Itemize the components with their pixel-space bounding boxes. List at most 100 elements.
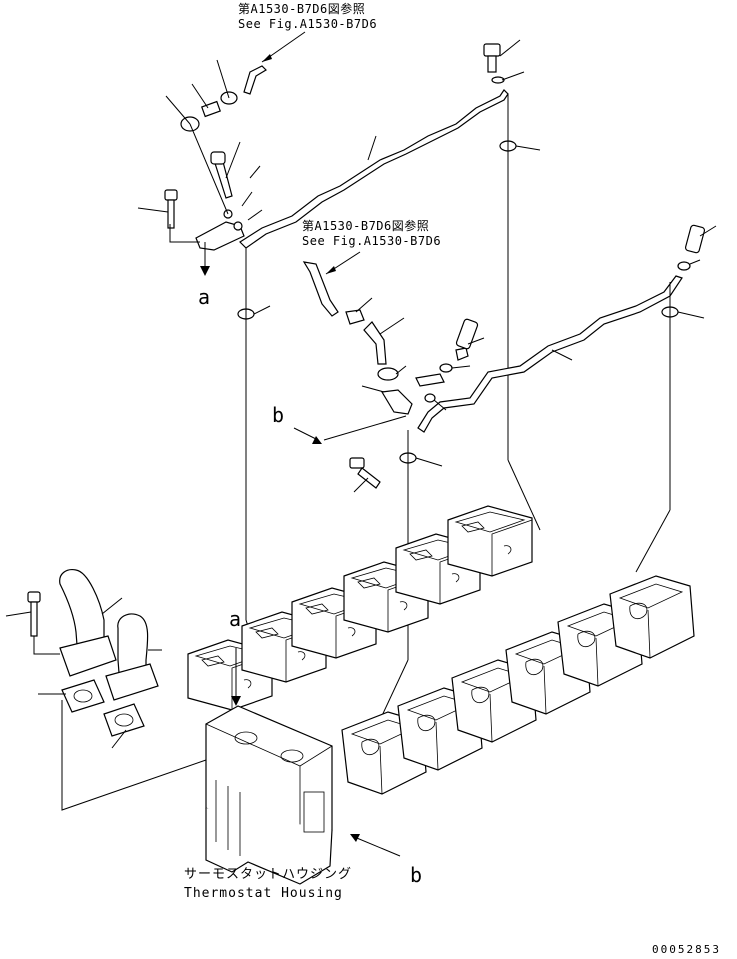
assembly-line-b [323, 415, 407, 441]
thermostat-housing-group [5, 569, 401, 885]
bolt-housing-head [27, 591, 41, 603]
caption-english: Thermostat Housing [184, 886, 343, 901]
arrow-a-lower-head [231, 696, 241, 706]
assembly-line-gasket-housing [61, 700, 207, 811]
clamp-mid [345, 309, 365, 325]
leader-washer-pipe-right [433, 399, 447, 411]
callout-b-upper: b [272, 403, 284, 427]
bracket-left [195, 221, 245, 251]
washer-bracket-2 [233, 221, 243, 231]
bolt-upper-head [210, 151, 226, 165]
reference-top-arrowhead [262, 54, 272, 62]
arrow-b-lower-shaft [351, 835, 401, 857]
leader-bracket-mid [361, 385, 385, 393]
bent-tube-upper [243, 65, 267, 95]
bolt-mid [455, 318, 479, 350]
bolt-housing-shank [30, 601, 38, 637]
arrow-b-lower-head [350, 834, 360, 842]
bolt-lower-mid-shank [357, 467, 381, 489]
bolt-left-head [164, 189, 178, 201]
caption-japanese: サーモスタットハウジング [184, 867, 352, 882]
leader-nipple [191, 83, 209, 109]
arrow-a-head [200, 266, 210, 276]
gasket-2-hole [114, 713, 134, 727]
drawing-code: 00052853 [652, 943, 721, 956]
leader-elbow-1 [101, 597, 123, 615]
bolt-mid-shank [455, 347, 469, 361]
leader-gasket-mid [415, 457, 443, 467]
reference-mid-english: See Fig.A1530-B7D6 [302, 234, 441, 248]
bolt-top-right-head [483, 43, 501, 57]
leader-bolt-top-right [499, 39, 521, 57]
cylinder-head-back-6 [447, 505, 533, 577]
bent-tube-mid [302, 261, 339, 317]
leader-washer-far-right [689, 259, 701, 265]
leader-washer [241, 191, 253, 207]
leader-bolt-housing [5, 611, 32, 617]
washer-top-right [491, 76, 505, 84]
leader-gasket-left [253, 305, 271, 315]
assembly-line-far-right-to-head [635, 509, 671, 573]
reference-top-english: See Fig.A1530-B7D6 [238, 17, 377, 31]
bolt-left-shank [167, 199, 175, 229]
housing-side-panel [303, 791, 325, 833]
cylinder-heads-front-row [341, 575, 695, 795]
callout-a-lower: a [229, 607, 241, 631]
gasket-1-hole [73, 689, 93, 703]
housing-ribs [215, 780, 241, 856]
leader-clamp-left [165, 95, 191, 125]
assembly-line-bolt-housing [33, 636, 60, 655]
leader-bolt-far-right [699, 225, 717, 237]
gasket-2 [103, 703, 145, 737]
leader-bolt-upper [225, 141, 241, 179]
elbow-flange-1 [59, 635, 117, 677]
assembly-line-mid-to-head [379, 659, 409, 721]
gasket-1 [61, 679, 105, 713]
reference-mid-arrowhead [326, 266, 336, 274]
leader-pipe-left [367, 135, 377, 161]
left-oil-pipe-assembly [137, 39, 541, 691]
leader-pipe-right [551, 349, 573, 361]
thermostat-housing-lower [205, 808, 333, 885]
bolt-far-right [684, 224, 706, 254]
nipple-upper [201, 100, 221, 118]
cylinder-heads-back-row [187, 505, 533, 711]
arrow-b-upper-head [312, 436, 322, 444]
callout-b-lower: b [410, 863, 422, 887]
leader-washer-2 [247, 209, 263, 221]
leader-washer-top-right [501, 71, 525, 81]
leader-clamp-mid [355, 297, 373, 313]
leader-bolt-lower-mid [353, 477, 369, 493]
leader-gasket-far-right [677, 311, 705, 319]
clamp-lower [377, 367, 399, 381]
arrow-b-upper-shaft [293, 427, 319, 441]
hose-mid [363, 321, 387, 365]
bolt-lower-mid-head [349, 457, 365, 469]
washer-far-right [677, 261, 691, 271]
leader-washer-mid [451, 365, 471, 369]
right-oil-pipe-assembly [293, 224, 717, 721]
washer-mid [439, 363, 453, 373]
assembly-line-clamp [189, 123, 229, 215]
pipe-right-end [415, 373, 445, 387]
housing-port-1 [234, 731, 258, 745]
elbow-flange-2 [105, 663, 159, 701]
housing-port-2 [280, 749, 304, 763]
bracket-mid [381, 389, 413, 415]
washer-pipe-right [424, 393, 436, 403]
leader-clamp-lower [395, 365, 407, 375]
leader-bolt-mid [467, 337, 485, 345]
reference-mid-japanese: 第A1530-B7D6図参照 [302, 218, 429, 233]
leader-bolt-left [137, 207, 169, 213]
assembly-line-left-bolt [169, 224, 200, 243]
oil-pipe-right-long [417, 275, 683, 433]
bolt-top-right-shank [487, 55, 497, 73]
assembly-line-right-to-head [507, 459, 541, 531]
leader-gasket-right [515, 145, 541, 151]
leader-clamp-upper [216, 59, 230, 99]
reference-top-japanese: 第A1530-B7D6図参照 [238, 1, 365, 16]
elbow-pipe-1 [59, 569, 105, 659]
cylinder-head-front-6 [609, 575, 695, 659]
